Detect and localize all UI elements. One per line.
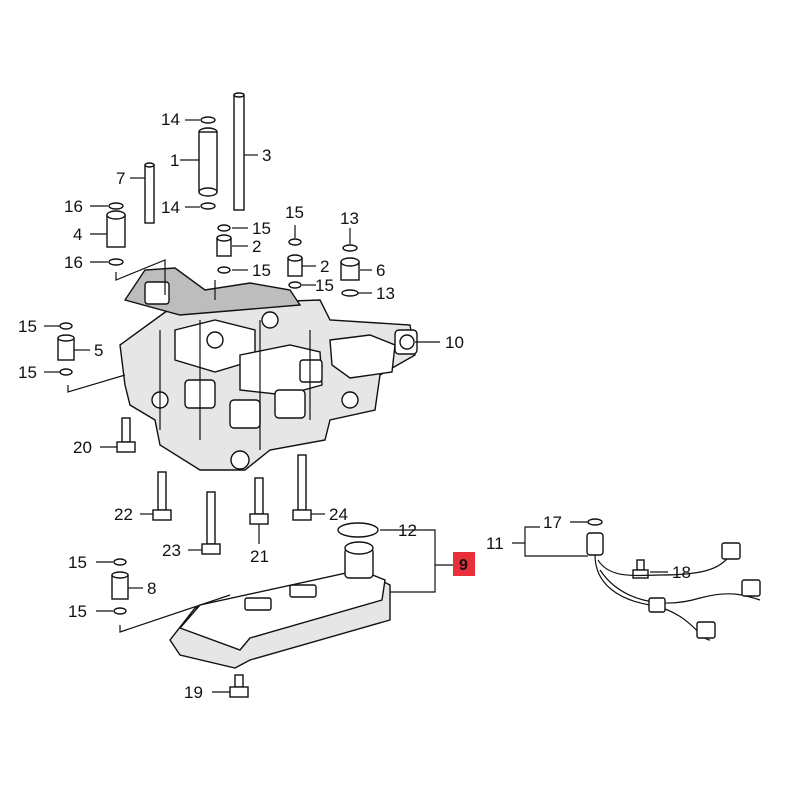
callout-15-a: 15 xyxy=(285,203,304,222)
part-4-sleeve xyxy=(106,202,126,266)
callout-24: 24 xyxy=(329,505,348,524)
callout-20: 20 xyxy=(73,438,92,457)
callout-2-left: 2 xyxy=(252,237,261,256)
callout-16-bottom: 16 xyxy=(64,253,83,272)
callout-labels: 14 1 3 7 14 16 4 16 15 2 15 15 2 15 13 6… xyxy=(18,110,691,702)
highlight-box-9 xyxy=(453,552,475,576)
bolt-20 xyxy=(116,417,136,453)
part-3-long-pin xyxy=(233,92,245,211)
callout-16-top: 16 xyxy=(64,197,83,216)
part-6-sleeve xyxy=(340,244,360,297)
part-1-sleeve xyxy=(198,116,218,210)
callout-15-c: 15 xyxy=(252,261,271,280)
callout-1: 1 xyxy=(170,151,179,170)
wire-harness xyxy=(586,518,761,641)
callout-13-top: 13 xyxy=(340,209,359,228)
valve-body-assembly xyxy=(119,267,418,471)
part-7-pin xyxy=(144,162,155,224)
callout-3: 3 xyxy=(262,146,271,165)
callout-15-d: 15 xyxy=(315,276,334,295)
callout-8: 8 xyxy=(147,579,156,598)
callout-13-bottom: 13 xyxy=(376,284,395,303)
bolt-19 xyxy=(229,674,249,698)
callout-4: 4 xyxy=(73,225,82,244)
callout-15-e: 15 xyxy=(18,317,37,336)
bolt-23 xyxy=(201,491,221,555)
callout-18: 18 xyxy=(672,563,691,582)
callout-9: 9 xyxy=(459,557,468,574)
strainer-assembly xyxy=(169,522,391,669)
callout-14-bottom: 14 xyxy=(161,198,180,217)
callout-15-h: 15 xyxy=(68,602,87,621)
leader-lines xyxy=(44,119,668,693)
bolt-24 xyxy=(292,454,312,521)
bolt-18 xyxy=(632,559,649,579)
part-2-valve-left xyxy=(216,224,232,274)
callout-10: 10 xyxy=(445,333,464,352)
callout-19: 19 xyxy=(184,683,203,702)
callout-14-top: 14 xyxy=(161,110,180,129)
callout-5: 5 xyxy=(94,341,103,360)
callout-15-b: 15 xyxy=(252,219,271,238)
callout-23: 23 xyxy=(162,541,181,560)
part-5-sleeve xyxy=(57,322,75,376)
callout-22: 22 xyxy=(114,505,133,524)
bolt-21 xyxy=(249,477,269,525)
part-8-sleeve xyxy=(111,558,129,615)
callout-2-right: 2 xyxy=(320,257,329,276)
callout-15-g: 15 xyxy=(68,553,87,572)
callout-6: 6 xyxy=(376,261,385,280)
callout-11: 11 xyxy=(486,534,504,553)
callout-12: 12 xyxy=(398,521,417,540)
callout-7: 7 xyxy=(116,169,125,188)
callout-17: 17 xyxy=(543,513,562,532)
part-2-valve-right xyxy=(287,238,303,289)
callout-21: 21 xyxy=(250,547,269,566)
bolt-22 xyxy=(152,471,172,521)
callout-15-f: 15 xyxy=(18,363,37,382)
